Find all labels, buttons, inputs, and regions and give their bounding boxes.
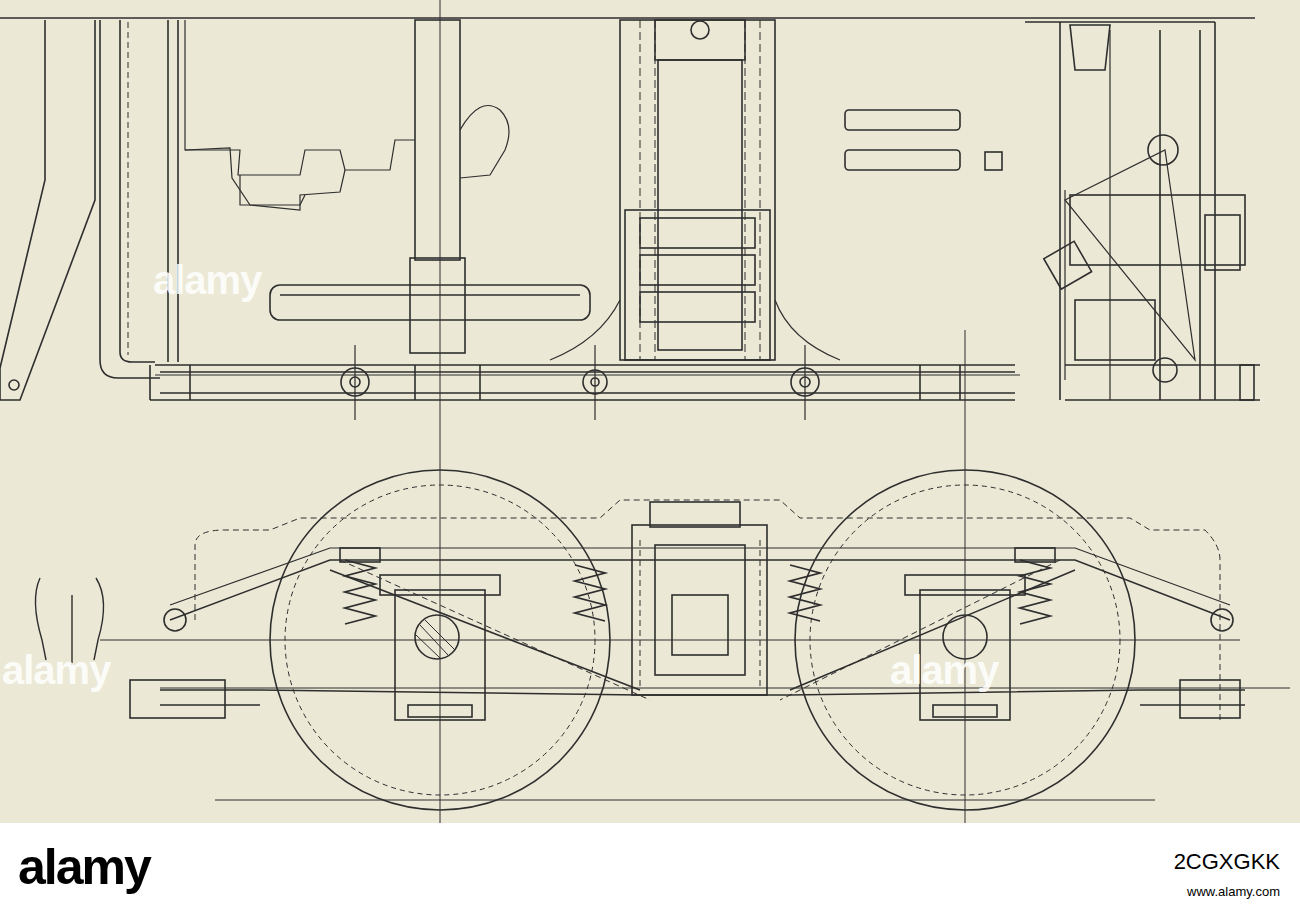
drawing-line (691, 21, 709, 39)
drawing-line (270, 470, 610, 810)
watermark: alamy (153, 258, 261, 302)
drawing-line (640, 292, 755, 322)
drawing-line (340, 548, 380, 562)
drawing-line (672, 595, 728, 655)
drawing-line (395, 590, 485, 720)
watermark: alamy (2, 648, 110, 692)
drawing-line (985, 152, 1002, 170)
drawing-line (168, 20, 178, 362)
drawing-line (280, 294, 580, 296)
drawing-line (1240, 365, 1254, 400)
drawing-line (845, 150, 960, 170)
drawing-line (640, 540, 760, 690)
drawing-line (120, 20, 155, 362)
drawing-line (1148, 135, 1178, 165)
site-url: www.alamy.com (1187, 885, 1280, 899)
drawing-line (185, 148, 345, 210)
drawing-line (185, 20, 415, 205)
drawing-line (1070, 25, 1110, 70)
drawing-line (845, 110, 960, 130)
drawing-line (1015, 548, 1055, 562)
drawing-line (658, 60, 742, 350)
drawing-line (655, 545, 745, 675)
bogie-drawing (0, 0, 1300, 823)
drawing-line (0, 20, 95, 400)
drawing-line (155, 0, 1020, 823)
drawing-line (620, 20, 775, 360)
drawing-line (170, 548, 1230, 605)
drawing-line (355, 345, 805, 420)
drawing-line (415, 615, 459, 659)
drawing-line (150, 365, 960, 400)
drawing-line (640, 255, 755, 285)
drawing-line (1180, 680, 1240, 718)
drawing-line (1211, 609, 1233, 631)
drawing-line (0, 17, 1255, 19)
drawing-line (632, 525, 767, 695)
drawing-line (1065, 30, 1110, 400)
drawing-line (270, 285, 590, 320)
drawing-line (150, 365, 1015, 400)
drawing-line (1075, 300, 1155, 360)
drawing-line (1070, 195, 1245, 265)
drawing-line (1044, 241, 1092, 289)
drawing-line (164, 609, 186, 631)
drawing-line (408, 705, 472, 717)
drawing-line (160, 704, 1245, 706)
drawing-line (640, 218, 755, 248)
drawing-line (170, 560, 1230, 620)
drawing-line (1153, 358, 1177, 382)
drawing-line (810, 485, 1120, 795)
drawing-line (100, 20, 160, 378)
drawing-line (655, 20, 745, 60)
drawing-line (380, 575, 500, 595)
drawing-line (9, 380, 19, 390)
drawing-line (933, 705, 997, 717)
drawing-line (1065, 150, 1195, 360)
drawing-line (1025, 22, 1215, 400)
drawing-line (905, 575, 1025, 595)
drawing-line (640, 20, 760, 360)
watermark: alamy (890, 648, 998, 692)
drawing-line (416, 620, 455, 658)
drawing-line (130, 680, 225, 718)
drawing-line (625, 210, 770, 360)
drawing-line (128, 22, 129, 355)
drawing-line (460, 106, 509, 179)
image-id: 2CGXGKK (1174, 850, 1280, 874)
drawing-line (1205, 215, 1240, 270)
drawing-line (410, 258, 465, 353)
drawing-line (795, 470, 1135, 810)
drawing-line (415, 20, 460, 260)
paper-ground (0, 0, 1300, 823)
drawing-line (195, 500, 1220, 720)
drawing-line (345, 560, 1050, 624)
drawing-line (650, 502, 740, 527)
drawing-line (340, 560, 1060, 700)
drawing-line (550, 300, 840, 360)
logo: alamy (18, 840, 150, 895)
drawing-line (100, 640, 1290, 800)
drawing-line (285, 485, 595, 795)
